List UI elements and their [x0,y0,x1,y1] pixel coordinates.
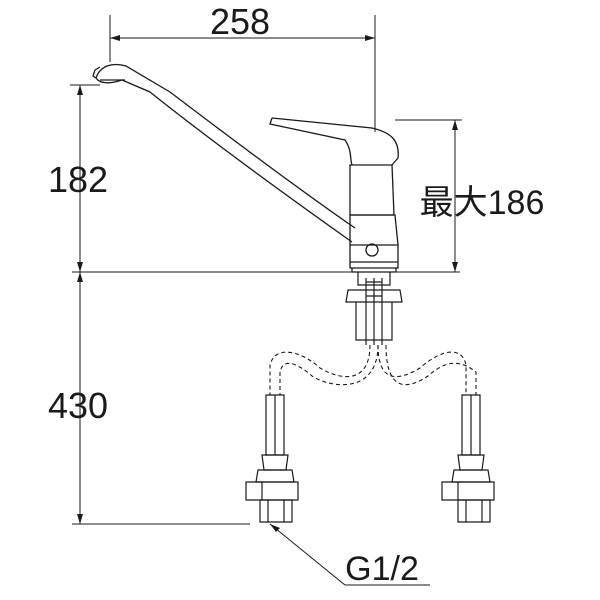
spout-reach-label: 258 [210,1,270,42]
thread-size-label: G1/2 [345,550,419,588]
hose-length-label: 430 [48,385,108,426]
dimension-lines [70,15,462,586]
max-height-label: 最大186 [420,184,545,222]
mounting-shank [345,272,403,345]
right-supply-fitting [441,394,495,523]
flex-hoses [269,344,477,395]
spout-height-label: 182 [48,159,108,200]
left-supply-fitting [245,394,299,523]
faucet-body [92,63,399,273]
arrowheads [77,35,458,532]
